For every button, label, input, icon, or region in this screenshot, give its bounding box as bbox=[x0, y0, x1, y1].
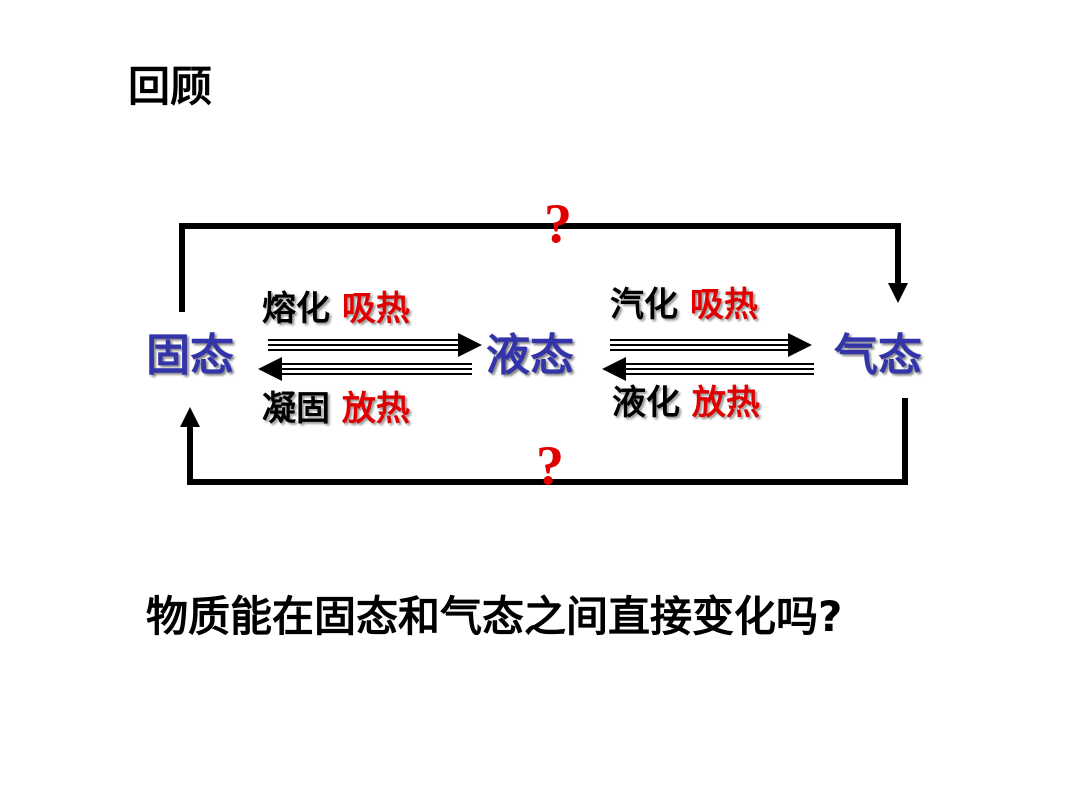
process-freezing: 凝固 放热 bbox=[262, 392, 410, 426]
process-melting-name: 熔化 bbox=[262, 289, 330, 329]
process-freezing-heat: 放热 bbox=[341, 389, 410, 429]
top-loop-arrow bbox=[179, 223, 908, 312]
melting-arrow bbox=[268, 333, 482, 357]
process-melting-heat: 吸热 bbox=[341, 289, 410, 329]
top-question-mark: ? bbox=[544, 193, 572, 255]
process-vaporization: 汽化 吸热 bbox=[610, 288, 758, 322]
state-solid: 固态 bbox=[146, 330, 234, 381]
process-vaporization-name: 汽化 bbox=[610, 285, 678, 325]
process-liquefaction-name: 液化 bbox=[612, 383, 680, 423]
process-vaporization-heat: 吸热 bbox=[689, 285, 758, 325]
process-liquefaction-heat: 放热 bbox=[691, 383, 760, 423]
state-liquid: 液态 bbox=[486, 330, 574, 381]
bottom-question-mark: ? bbox=[536, 435, 564, 497]
process-liquefaction: 液化 放热 bbox=[612, 386, 760, 420]
page-title: 回顾 bbox=[128, 62, 213, 111]
vaporization-arrow bbox=[610, 333, 812, 357]
freezing-arrow bbox=[258, 357, 472, 381]
bottom-loop-arrow bbox=[180, 398, 908, 485]
question-text: 物质能在固态和气态之间直接变化吗? bbox=[146, 592, 843, 641]
state-gas: 气态 bbox=[834, 330, 922, 381]
process-melting: 熔化 吸热 bbox=[262, 292, 410, 326]
liquefaction-arrow bbox=[602, 357, 814, 381]
process-freezing-name: 凝固 bbox=[262, 389, 330, 429]
